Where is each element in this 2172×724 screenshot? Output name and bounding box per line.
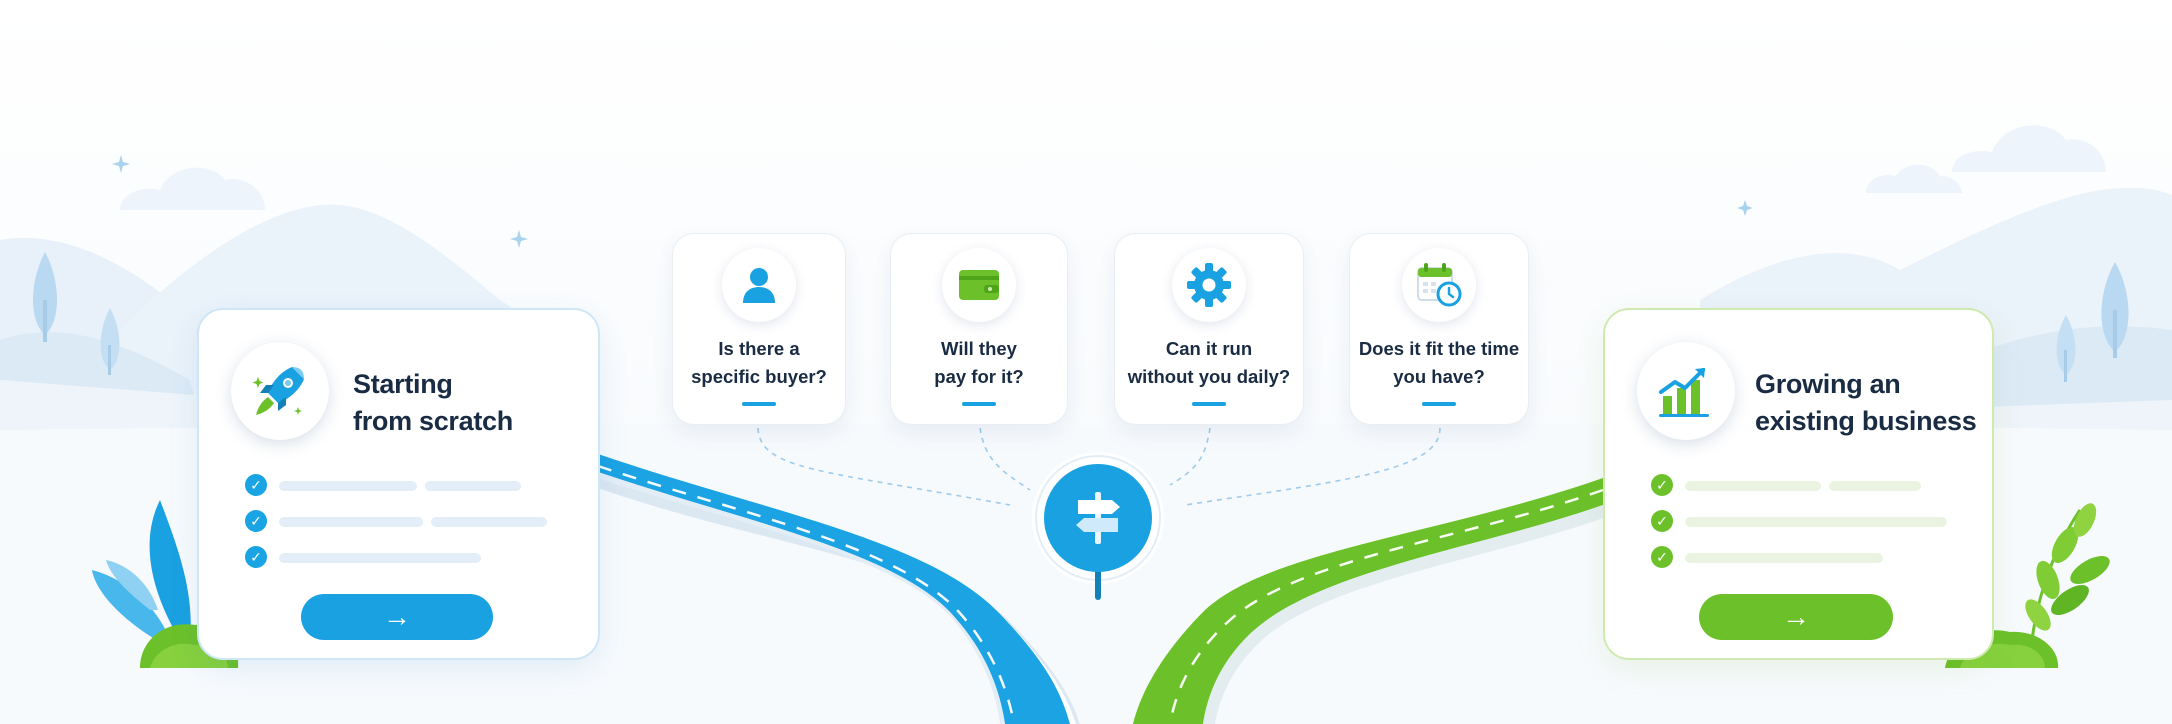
rocket-icon-badge [231, 342, 329, 440]
growth-chart-icon [1659, 368, 1709, 417]
sparkles [112, 155, 1753, 248]
placeholder-bar [1829, 481, 1921, 491]
path-title-line1: Starting [353, 369, 453, 399]
check-icon: ✓ [245, 546, 267, 568]
rocket-icon [252, 367, 304, 415]
placeholder-bar [279, 553, 481, 563]
path-title-line1: Growing an [1755, 369, 1901, 399]
checklist-item: ✓ [245, 546, 565, 568]
checklist-item: ✓ [245, 474, 565, 496]
signpost-icon [1076, 492, 1120, 544]
calendar-clock-icon-badge [1402, 248, 1476, 322]
question-line2: pay for it? [934, 366, 1024, 387]
question-card-pay: Will they pay for it? [890, 233, 1068, 425]
clouds [120, 125, 2106, 210]
question-line2: specific buyer? [691, 366, 827, 387]
gear-icon [1187, 263, 1231, 307]
start-path-button[interactable]: → [301, 594, 493, 640]
check-icon: ✓ [1651, 474, 1673, 496]
green-road [1133, 478, 1604, 724]
question-card-buyer: Is there a specific buyer? [672, 233, 846, 425]
grow-path-button[interactable]: → [1699, 594, 1893, 640]
wallet-icon-badge [942, 248, 1016, 322]
placeholder-bar [431, 517, 547, 527]
question-card-run: Can it run without you daily? [1114, 233, 1304, 425]
calendar-clock-icon [1417, 263, 1462, 307]
check-icon: ✓ [1651, 546, 1673, 568]
accent-underline [1422, 402, 1456, 406]
placeholder-bar [1685, 481, 1821, 491]
accent-underline [742, 402, 776, 406]
checklist-item: ✓ [245, 510, 565, 532]
accent-underline [962, 402, 996, 406]
person-icon-badge [722, 248, 796, 322]
placeholder-bar [425, 481, 521, 491]
signpost-marker [1032, 452, 1164, 600]
question-line1: Is there a [718, 338, 800, 359]
question-line1: Can it run [1165, 338, 1253, 359]
question-text: Is there a specific buyer? [673, 335, 845, 391]
question-text: Will they pay for it? [891, 335, 1067, 391]
check-icon: ✓ [245, 474, 267, 496]
path-title-line2: from scratch [353, 406, 513, 436]
checklist-item: ✓ [1651, 510, 1971, 532]
checklist-item: ✓ [1651, 546, 1971, 568]
starting-from-scratch-card: Starting from scratch ✓ ✓ ✓ → [197, 308, 600, 660]
checklist-item: ✓ [1651, 474, 1971, 496]
growth-chart-icon-badge [1637, 342, 1735, 440]
check-icon: ✓ [245, 510, 267, 532]
placeholder-bar [279, 517, 423, 527]
gear-icon-badge [1172, 248, 1246, 322]
question-text: Can it run without you daily? [1115, 335, 1303, 391]
growing-existing-business-card: Growing an existing business ✓ ✓ ✓ → [1603, 308, 1994, 660]
placeholder-bar [1685, 553, 1883, 563]
path-title: Growing an existing business [1755, 366, 1985, 440]
path-title: Starting from scratch [353, 366, 583, 440]
placeholder-bar [279, 481, 417, 491]
question-line2: you have? [1393, 366, 1485, 387]
arrow-right-icon: → [1782, 601, 1810, 632]
accent-underline [1192, 402, 1226, 406]
wallet-icon [959, 270, 999, 300]
question-connectors [757, 427, 1441, 506]
question-text: Does it fit the time you have? [1350, 335, 1528, 391]
person-icon [743, 268, 775, 303]
check-icon: ✓ [1651, 510, 1673, 532]
question-line1: Will they [941, 338, 1017, 359]
question-card-time: Does it fit the time you have? [1349, 233, 1529, 425]
path-title-line2: existing business [1755, 406, 1977, 436]
arrow-right-icon: → [383, 601, 411, 632]
blue-road [597, 454, 1080, 724]
placeholder-bar [1685, 517, 1947, 527]
question-line1: Does it fit the time [1358, 338, 1520, 359]
question-line2: without you daily? [1127, 366, 1291, 387]
